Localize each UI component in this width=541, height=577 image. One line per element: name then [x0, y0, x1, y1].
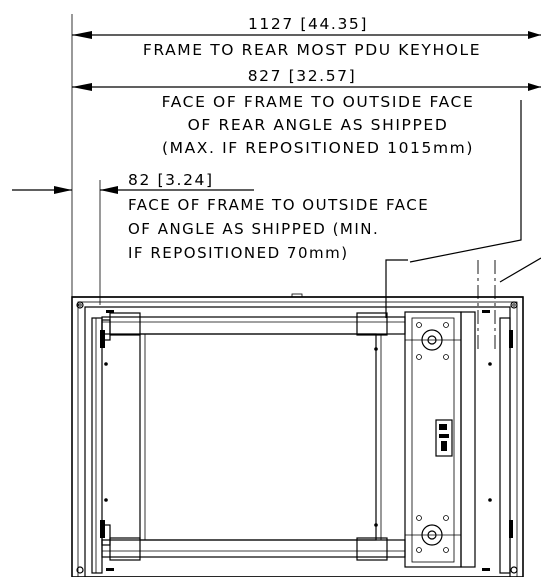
- dimension-1127: 1127 [44.35] FRAME TO REAR MOST PDU KEYH…: [71, 14, 541, 297]
- dim-827-desc-3: (MAX. IF REPOSITIONED 1015mm): [162, 139, 474, 157]
- dim-1127-desc: FRAME TO REAR MOST PDU KEYHOLE: [143, 41, 481, 59]
- dim-82-desc-2: OF ANGLE AS SHIPPED (MIN.: [128, 220, 379, 238]
- dim-82-desc-3: IF REPOSITIONED 70mm): [128, 244, 349, 262]
- dim-827-desc-1: FACE OF FRAME TO OUTSIDE FACE: [162, 93, 475, 111]
- enclosure-frame: [71, 293, 524, 577]
- dimension-82: 82 [3.24] FACE OF FRAME TO OUTSIDE FACE …: [12, 171, 429, 305]
- leader-lines: [385, 100, 541, 350]
- dim-827-value: 827 [32.57]: [248, 67, 357, 85]
- dim-82-desc-1: FACE OF FRAME TO OUTSIDE FACE: [128, 196, 429, 214]
- dim-827-desc-2: OF REAR ANGLE AS SHIPPED: [188, 116, 449, 134]
- dim-82-value: 82 [3.24]: [128, 171, 214, 189]
- dimension-827: 827 [32.57] FACE OF FRAME TO OUTSIDE FAC…: [72, 67, 541, 157]
- dim-1127-value: 1127 [44.35]: [248, 15, 368, 33]
